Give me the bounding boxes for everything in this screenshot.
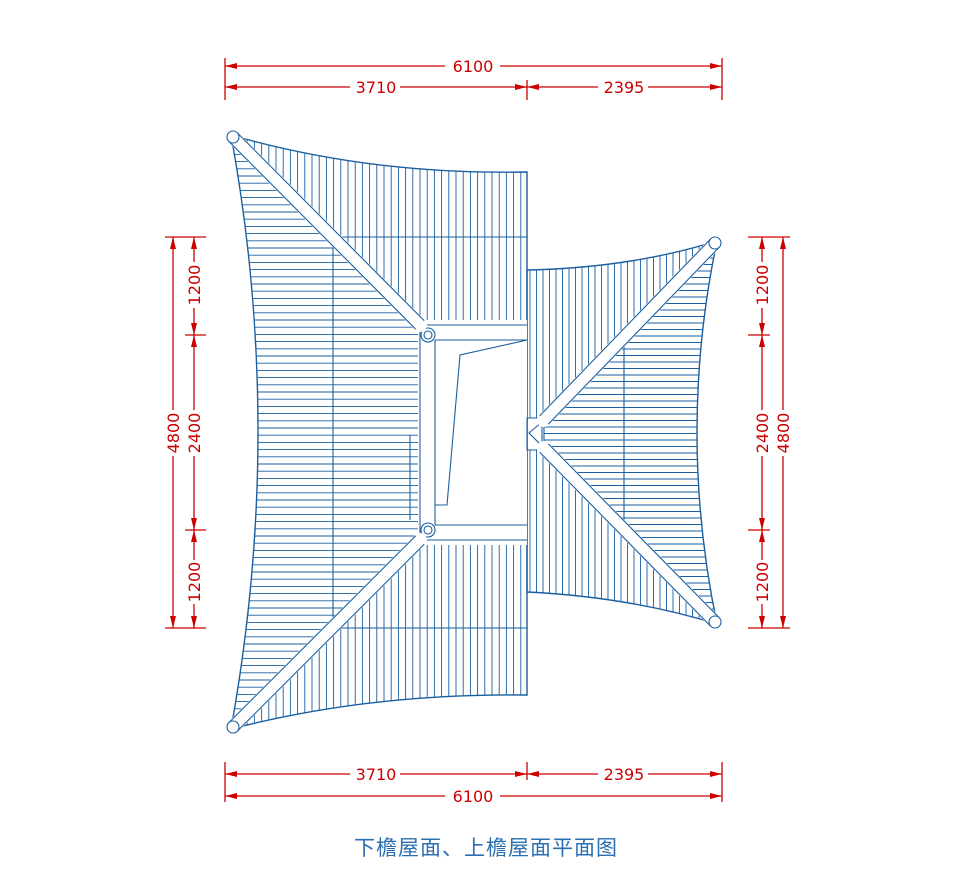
- dim-right-total: 4800: [774, 413, 793, 454]
- dimension-right: 1200 2400 1200 4800: [748, 236, 793, 629]
- hip-ridge-bottom-right: [537, 441, 722, 629]
- right-roof-outline: [526, 239, 718, 626]
- drawing-caption: 下檐屋面、上檐屋面平面图: [354, 836, 618, 860]
- right-roof-side-hatch: [544, 244, 717, 616]
- hip-ridge-top-right: [537, 236, 722, 427]
- dimension-top: 6100 3710 2395: [224, 57, 723, 100]
- dimension-left: 4800 1200 2400 1200: [164, 236, 206, 629]
- dim-left-middle: 2400: [185, 413, 204, 454]
- ridge-end-cap: [226, 130, 240, 144]
- hip-ridge-top-left: [226, 130, 427, 332]
- dim-left-total: 4800: [164, 413, 183, 454]
- central-opening: [409, 320, 545, 545]
- hip-ridges: [226, 130, 722, 734]
- dim-bottom-right: 2395: [604, 765, 645, 784]
- column-upper: [420, 327, 436, 343]
- dim-right-upper: 1200: [753, 265, 772, 306]
- dim-right-middle: 2400: [753, 413, 772, 454]
- dim-left-lower: 1200: [185, 562, 204, 603]
- dim-top-right: 2395: [604, 78, 645, 97]
- hip-ridge-bottom-left: [226, 533, 427, 734]
- dim-bottom-total: 6100: [453, 787, 494, 806]
- column-lower: [420, 522, 436, 538]
- dim-right-lower: 1200: [753, 562, 772, 603]
- ridge-end-cap: [708, 236, 722, 250]
- upper-eave-roof: [526, 239, 718, 626]
- ridge-end-cap: [708, 615, 722, 629]
- ridge-end-cap: [226, 720, 240, 734]
- dim-top-left: 3710: [356, 78, 397, 97]
- dim-left-upper: 1200: [185, 265, 204, 306]
- dimension-bottom: 3710 2395 6100: [224, 762, 723, 806]
- dim-top-total: 6100: [453, 57, 494, 76]
- left-roof-outline: [230, 134, 528, 730]
- dim-bottom-left: 3710: [356, 765, 397, 784]
